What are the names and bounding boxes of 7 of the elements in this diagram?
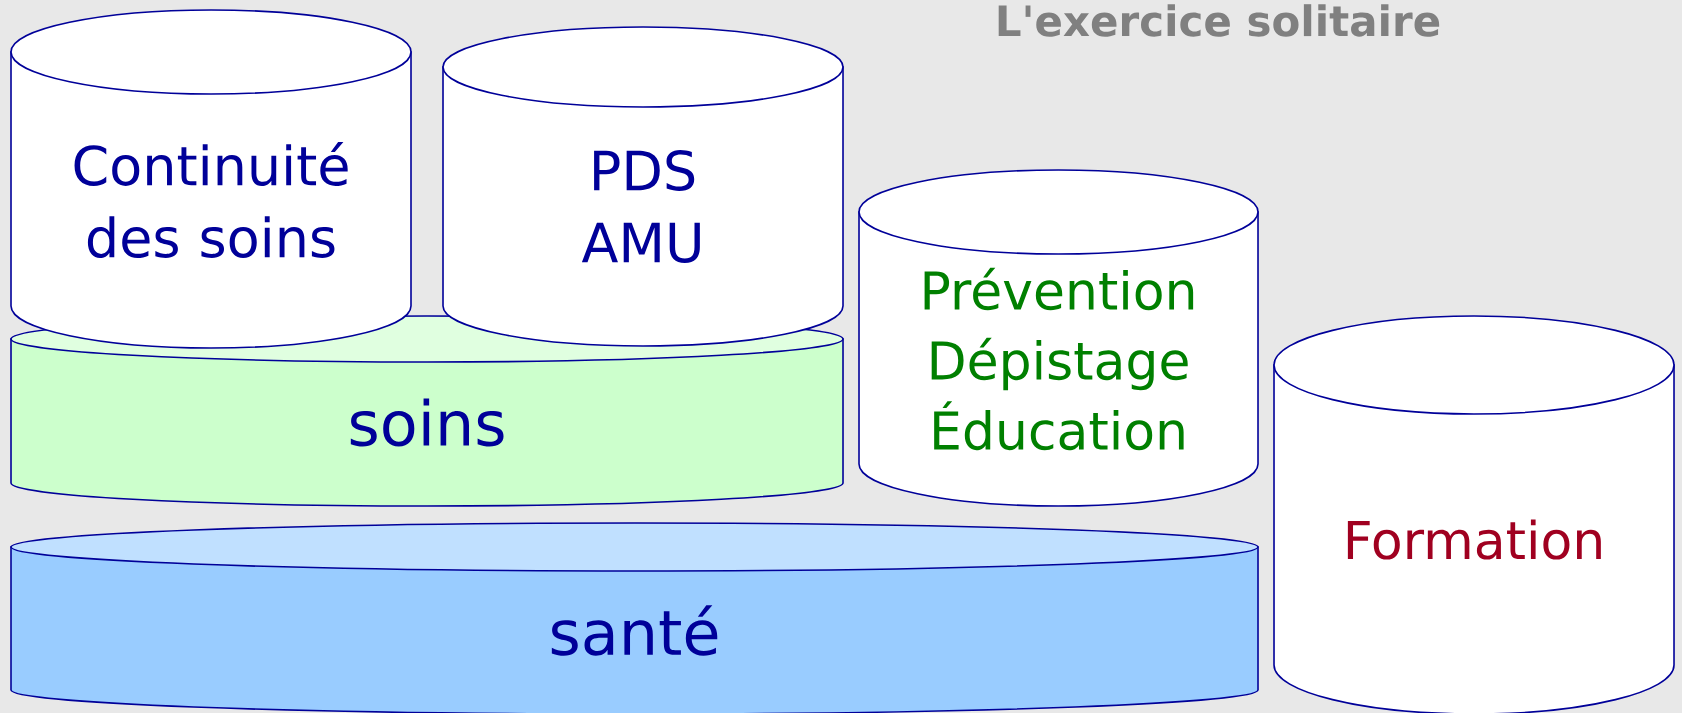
cylinder: soins: [10, 315, 844, 507]
cylinder: santé: [10, 522, 1259, 713]
cylinder: Continuité des soins: [10, 9, 412, 349]
title: L'exercice solitaire: [998, 4, 1440, 37]
cylinder: PDS AMU: [442, 26, 844, 347]
cylinder: Formation: [1273, 315, 1675, 713]
cylinder: Prévention Dépistage Éducation: [858, 169, 1259, 507]
